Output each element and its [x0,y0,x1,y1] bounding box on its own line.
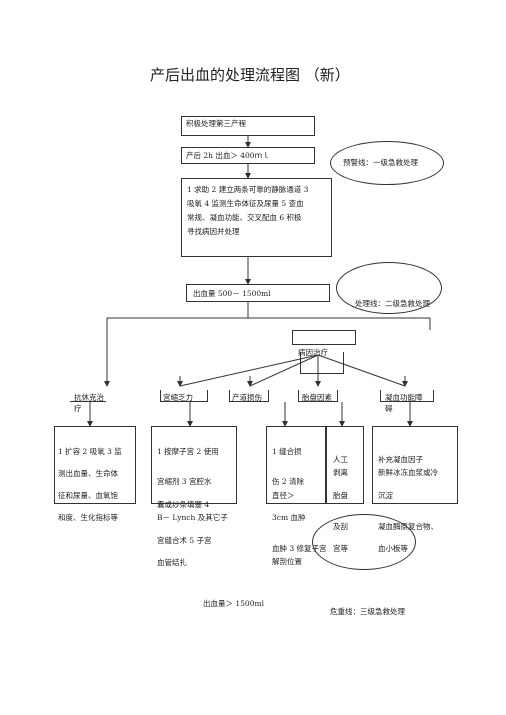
detail-coag-line-1: 补充凝血因子 [378,455,423,464]
step-2-box: 产后 2h 出血＞ 400ｍｌ [181,147,315,164]
branch-uterine-atony: 宫缩乏力 [163,393,193,402]
detail-antishock-line-1: 1 扩容 2 吸氧 3 监 [58,447,122,456]
step-3-box: 1 求助 2 建立两条可靠的静脉通道 3 吸氧 4 监测生命体征及尿量 5 查血… [181,178,332,257]
detail-coag-line-2: 新鲜冰冻血浆或冷 [378,468,438,477]
detail-injury-line-1: 1 缝合损 [272,447,302,456]
detail-injury-box [266,426,326,504]
detail-placenta-box [326,426,364,504]
detail-antishock-line-4: 和度、生化指标等 [58,513,118,522]
detail-placenta-line-1: 人工 [333,455,348,464]
branch-antishock-line-2: 疗 [74,404,82,413]
detail-injury-extra-1: 直径＞ [272,491,295,500]
line-cause-atony [179,354,319,387]
branch-coagulopathy-line-2: 碍 [385,404,393,413]
branch-placenta-frame [298,390,338,402]
detail-atony-line-6: 血管结扎 [157,558,187,567]
detail-atony-line-4: B－ Lynch 及其它子 [157,513,228,522]
final-amount-label: 出血量＞ 1500ml [203,599,264,608]
warning-line-ellipse: 预警线：一级急救处理 [330,141,444,185]
detail-atony-line-5: 宫缝合术 5 子宫 [157,536,212,545]
warning-line-label: 预警线：一级急救处理 [343,158,418,167]
critical-line-label: 危重线：三级急救处理 [330,607,405,616]
detail-coag-line-3: 沉淀 [378,491,393,500]
step-4-box: 出血量 500－ 1500ml [186,284,330,302]
line-cause-coag [317,354,406,387]
step-3-line-1: 1 求助 2 建立两条可靠的静脉通道 3 [187,185,309,194]
branch-injury-frame [229,390,269,402]
step-3-line-2: 吸氧 4 监测生命体征及尿量 5 查血 [187,199,304,208]
critical-line-ellipse [312,514,416,570]
cause-frame [300,352,344,374]
detail-injury-line-3: 血肿 3 修复子宫 [272,544,327,553]
handling-line-ellipse: 处理线：二级急救处理 [336,262,442,314]
detail-placenta-line-3: 胎盘 [333,491,348,500]
detail-antishock-line-2: 测出血量、生命体 [58,469,118,478]
cause-label: 病因治疗 [298,348,328,357]
handling-line-label: 处理线：二级急救处理 [355,299,430,308]
step-3-line-4: 寻找病因并处理 [187,227,240,236]
branch-coag-frame [380,390,434,402]
step-2-label: 产后 2h 出血＞ 400ｍｌ [186,151,270,160]
detail-injury-line-4: 解剖位置 [272,557,302,566]
cause-box [292,330,356,345]
branch-antishock-frame [70,390,106,402]
detail-antishock-box [54,426,136,504]
step-1-box: 积极处理第三产程 [181,116,315,136]
detail-atony-line-2: 宫缩剂 3 宫腔水 [157,477,212,486]
detail-atony-line-3: 囊或纱条填塞 4 [157,500,210,509]
page-title: 产后出血的处理流程图 （新） [150,66,350,84]
line-cause-injury [249,354,319,387]
detail-placenta-line-2: 剥离 [333,468,348,477]
branch-birth-canal-injury: 产道损伤 [232,393,262,402]
detail-injury-extra-2: 3cm 血肿 [272,513,306,522]
detail-atony-box [151,426,237,504]
step-1-label: 积极处理第三产程 [186,119,246,128]
step-3-line-3: 常规、凝血功能、交叉配血 6 积极 [187,213,302,222]
branch-placental-factors: 胎盘因素 [302,393,332,402]
detail-coag-box [372,426,458,504]
branch-coagulopathy-line-1: 凝血功能障 [385,393,423,402]
detail-antishock-line-3: 征和尿量、血氧饱 [58,491,118,500]
detail-injury-line-2: 伤 2 清除 [272,477,305,486]
step-4-label: 出血量 500－ 1500ml [193,289,271,298]
detail-atony-line-1: 1 按摩子宫 2 使用 [157,447,219,456]
branch-atony-frame [160,390,208,402]
branch-antishock-line-1: 抗休克治 [74,393,104,402]
